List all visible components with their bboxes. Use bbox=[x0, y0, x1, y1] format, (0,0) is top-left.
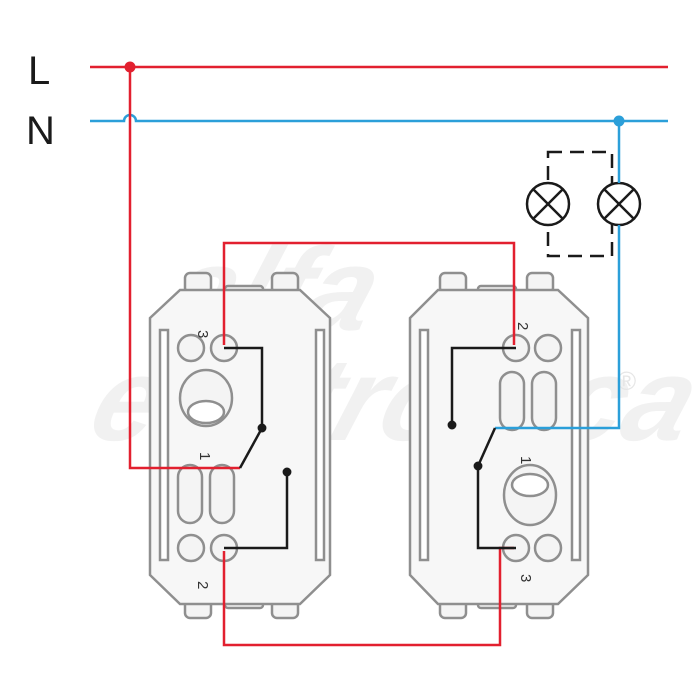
left-switch-mechanism bbox=[224, 346, 292, 550]
lamp-left-icon bbox=[525, 181, 571, 227]
right-terminal-3-number: 3 bbox=[517, 574, 534, 582]
line-label: L bbox=[28, 49, 50, 93]
right-terminal-1-number: 1 bbox=[517, 456, 534, 464]
lamp-return-wire bbox=[495, 225, 621, 430]
line-junction-dot bbox=[124, 61, 136, 73]
left-terminal-2-number: 2 bbox=[194, 581, 211, 589]
right-switch-mechanism bbox=[447, 346, 516, 550]
left-switch bbox=[148, 271, 332, 620]
lamp-group bbox=[525, 150, 642, 258]
right-switch bbox=[408, 271, 590, 620]
line-feed-wire bbox=[128, 67, 240, 470]
traveler-wire-top bbox=[222, 241, 516, 345]
neutral-junction-dot bbox=[613, 115, 625, 127]
watermark-registered-mark: ® bbox=[617, 366, 636, 396]
right-terminal-2-number: 2 bbox=[514, 322, 531, 330]
left-terminal-3-number: 3 bbox=[194, 330, 211, 338]
left-terminal-1-number: 1 bbox=[196, 452, 213, 460]
lamp-right-icon bbox=[596, 181, 642, 227]
neutral-label: N bbox=[26, 109, 55, 153]
neutral-bus-wire bbox=[90, 113, 668, 123]
